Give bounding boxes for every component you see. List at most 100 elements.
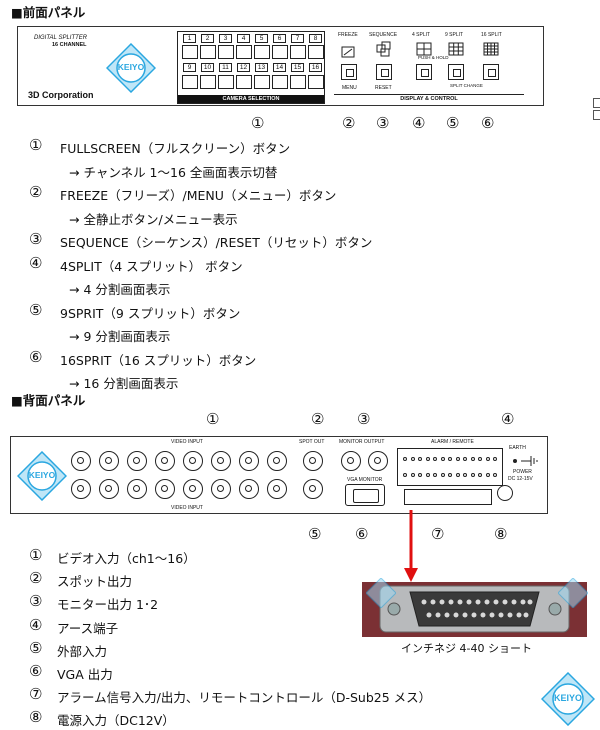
video-input-connector-1[interactable] <box>71 451 91 471</box>
video-input-connector-16[interactable] <box>267 479 287 499</box>
front-list-number: ⑥ <box>29 347 43 366</box>
channel-button-6[interactable] <box>272 45 288 59</box>
video-input-connector-15[interactable] <box>239 479 259 499</box>
monitor-out-1-connector[interactable] <box>341 451 361 471</box>
video-input-connector-3[interactable] <box>127 451 147 471</box>
push-hold-label: PUSH & HOLD <box>418 55 449 60</box>
rear-list-number: ⑤ <box>29 638 43 657</box>
video-input-connector-10[interactable] <box>99 479 119 499</box>
front-list-subtext: → 16 分割画面表示 <box>69 376 179 391</box>
alarm-pin <box>440 457 445 461</box>
alarm-pin <box>403 457 407 461</box>
alarm-pin <box>463 473 467 477</box>
dsub25-connector[interactable] <box>404 489 492 505</box>
video-input-connector-13[interactable] <box>183 479 203 499</box>
rear-marker-7: ⑦ <box>431 525 445 543</box>
split9-button[interactable] <box>448 64 464 80</box>
video-input-label-bottom: VIDEO INPUT <box>171 505 203 511</box>
channel-number-4: 4 <box>237 34 250 43</box>
video-input-connector-8[interactable] <box>267 451 287 471</box>
channel-button-9[interactable] <box>182 75 198 89</box>
channel-button-16[interactable] <box>308 75 324 89</box>
rear-panel-diagram: KEIYO VIDEO INPUT VIDEO INPUT SPOT OUT M… <box>10 436 548 514</box>
spot-out-connector[interactable] <box>303 451 323 471</box>
photo-watermark-icon <box>557 577 589 609</box>
keiyo-text: KEIYO <box>28 470 56 480</box>
alarm-pin <box>440 473 445 477</box>
video-input-connector-9[interactable] <box>71 479 91 499</box>
keiyo-watermark-bottom: KEIYO <box>540 671 596 727</box>
front-list-number: ⑤ <box>29 300 43 319</box>
split16-label: 16 SPLIT <box>481 32 502 38</box>
front-list-number: ④ <box>29 253 43 272</box>
video-input-connector-14[interactable] <box>211 479 231 499</box>
channel-button-13[interactable] <box>254 75 270 89</box>
channel-number-15: 15 <box>291 63 304 72</box>
channel-button-8[interactable] <box>308 45 324 59</box>
front-list-text: 9SPRIT（9 スプリット）ボタン <box>60 305 241 321</box>
vga-monitor-label: VGA MONITOR <box>347 477 383 483</box>
front-marker-3: ③ <box>376 114 390 132</box>
channel-number-12: 12 <box>237 63 250 72</box>
channel-button-5[interactable] <box>254 45 270 59</box>
video-input-label-top: VIDEO INPUT <box>171 439 203 445</box>
channel-button-2[interactable] <box>200 45 216 59</box>
external-input-connector[interactable] <box>303 479 323 499</box>
power-jack[interactable] <box>497 485 513 501</box>
channel-number-3: 3 <box>219 34 232 43</box>
channel-button-10[interactable] <box>200 75 216 89</box>
rear-list-text: 電源入力（DC12V） <box>57 713 175 729</box>
monitor-out-2-connector[interactable] <box>368 451 388 471</box>
front-marker-5: ⑤ <box>446 114 460 132</box>
alarm-terminal-block[interactable] <box>397 448 503 486</box>
red-arrow <box>404 510 418 586</box>
front-list-text: FREEZE（フリーズ）/MENU（メニュー）ボタン <box>60 188 337 203</box>
video-input-connector-12[interactable] <box>155 479 175 499</box>
video-input-connector-7[interactable] <box>239 451 259 471</box>
channel-number-8: 8 <box>309 34 322 43</box>
channel-button-7[interactable] <box>290 45 306 59</box>
channel-button-11[interactable] <box>218 75 234 89</box>
channel-button-12[interactable] <box>236 75 252 89</box>
video-input-connector-5[interactable] <box>183 451 203 471</box>
rear-marker-3: ③ <box>357 410 371 428</box>
channel-number-6: 6 <box>273 34 286 43</box>
video-input-connector-6[interactable] <box>211 451 231 471</box>
channel-button-15[interactable] <box>290 75 306 89</box>
video-input-connector-4[interactable] <box>155 451 175 471</box>
monitor-output-label: MONITOR OUTPUT <box>339 439 385 445</box>
channel-button-3[interactable] <box>218 45 234 59</box>
alarm-pin <box>448 473 452 477</box>
alarm-pin <box>485 457 490 461</box>
company-name: 3D Corporation <box>28 90 94 100</box>
front-list-subtext: → 全静止ボタン/メニュー表示 <box>69 211 238 227</box>
alarm-pin <box>418 473 422 477</box>
channel-button-14[interactable] <box>272 75 288 89</box>
keiyo-watermark: KEIYO <box>16 450 68 502</box>
channel-button-4[interactable] <box>236 45 252 59</box>
split16-button[interactable] <box>483 64 499 80</box>
front-list-number: ② <box>29 183 43 201</box>
keiyo-text: KEIYO <box>117 62 145 72</box>
rear-marker-8: ⑧ <box>494 525 508 543</box>
freeze-button[interactable] <box>341 64 357 80</box>
front-marker-1: ① <box>251 114 265 132</box>
split4-button[interactable] <box>416 64 432 80</box>
rear-list-text: 外部入力 <box>57 643 108 659</box>
rear-marker-6: ⑥ <box>355 525 369 543</box>
video-input-connector-11[interactable] <box>127 479 147 499</box>
alarm-pin <box>463 457 467 461</box>
rear-marker-1: ① <box>206 410 220 428</box>
front-list-subtext: → チャンネル 1～16 全画面表示切替 <box>69 164 278 180</box>
split-change-label: SPLIT CHANGE <box>450 83 483 88</box>
camera-selection-label: CAMERA SELECTION <box>178 95 324 103</box>
front-panel-heading: ■前面パネル <box>11 5 86 20</box>
alarm-pin <box>448 457 452 461</box>
channel-button-1[interactable] <box>182 45 198 59</box>
sequence-button[interactable] <box>376 64 392 80</box>
vga-connector[interactable] <box>345 484 385 506</box>
rear-list-text: モニター出力 1･2 <box>57 597 159 613</box>
video-input-connector-2[interactable] <box>99 451 119 471</box>
front-list-number: ① <box>29 136 43 154</box>
front-marker-2: ② <box>342 114 356 132</box>
